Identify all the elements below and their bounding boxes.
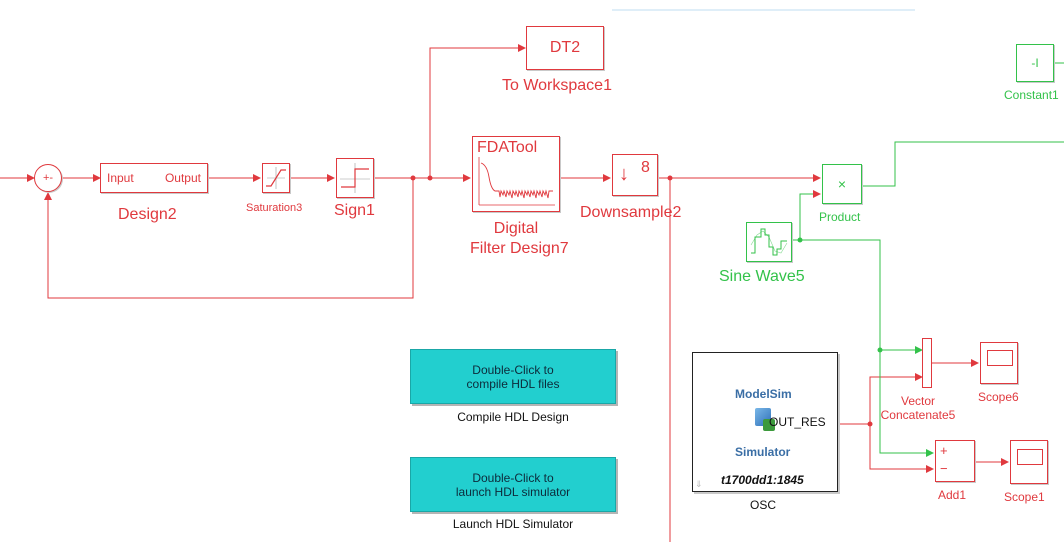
osc-arrow-icon: ⇓ <box>695 479 703 489</box>
wire-sine-concat <box>800 239 923 354</box>
filter-label-line1: Digital <box>493 220 539 237</box>
sine-wave5-label: Sine Wave5 <box>719 268 805 285</box>
junction-dot <box>867 421 873 427</box>
product-glyph: × <box>837 176 847 192</box>
vector-concat5-label: Vector Concatenate5 <box>880 394 956 422</box>
vector-concat5-label-line1: Vector <box>900 394 936 408</box>
wire-osc-concat <box>838 373 923 425</box>
downsample-arrow-icon: ↓ <box>619 163 629 185</box>
sign1-block[interactable] <box>336 158 374 198</box>
modelsim-badge-icon <box>763 419 775 431</box>
wire-feedback <box>44 178 414 299</box>
downsample2-label: Downsample2 <box>580 204 682 221</box>
compile-hdl-caption: Compile HDL Design <box>457 410 569 424</box>
saturation3-label: Saturation3 <box>246 202 303 214</box>
scope1-label: Scope1 <box>1004 490 1045 504</box>
scope6-block[interactable] <box>980 342 1018 384</box>
junction-dot <box>667 175 673 181</box>
osc-port-label: OUT_RES <box>769 415 826 429</box>
filter-title: FDATool <box>477 139 538 156</box>
launch-button-line1: Double-Click to <box>472 470 554 485</box>
osc-host-label: t1700dd1:1845 <box>721 473 804 487</box>
filter-label-line2: Filter Design7 <box>470 240 569 257</box>
dt2-text: DT2 <box>549 39 581 56</box>
scope1-block[interactable] <box>1010 440 1048 484</box>
sum-block[interactable]: +- <box>34 164 62 192</box>
add1-block[interactable]: + − <box>935 440 975 482</box>
wire-osc-add <box>869 424 934 473</box>
wire-sine-add <box>879 350 934 457</box>
design2-block[interactable]: Input Output <box>100 163 208 193</box>
design2-label: Design2 <box>118 206 177 223</box>
scope-screen-icon <box>987 350 1013 366</box>
sine-wave5-block[interactable] <box>746 222 792 262</box>
add1-plus-sign: + <box>940 443 948 458</box>
product-block[interactable]: × <box>822 164 862 204</box>
junction-dot <box>410 175 416 181</box>
osc-block[interactable]: ModelSim OUT_RES Simulator t1700dd1:1845… <box>692 352 838 492</box>
to-workspace1-label: To Workspace1 <box>502 77 612 94</box>
vector-concat5-block[interactable] <box>922 338 932 388</box>
constant1-block[interactable]: -I <box>1016 44 1054 82</box>
downsample2-block[interactable]: ↓ 8 <box>612 154 658 196</box>
sum-glyph: +- <box>42 172 54 184</box>
design2-input-port: Input <box>107 171 134 185</box>
wire-branch-dt2 <box>429 44 526 178</box>
junction-dot <box>427 175 433 181</box>
wire-product-out <box>862 141 1064 187</box>
constant1-label: Constant1 <box>1004 88 1059 102</box>
launch-button-line2: launch HDL simulator <box>455 484 571 499</box>
saturation3-block[interactable] <box>262 163 290 193</box>
osc-label: OSC <box>750 498 777 512</box>
filter-response-icon <box>478 157 555 206</box>
scope6-label: Scope6 <box>978 390 1019 404</box>
sign-icon <box>340 163 370 193</box>
dt2-block[interactable]: DT2 <box>526 26 604 70</box>
simulator-label: Simulator <box>735 445 791 459</box>
constant-glyph: -I <box>1031 56 1039 70</box>
design2-output-port: Output <box>164 171 201 185</box>
junction-dot <box>797 237 803 243</box>
modelsim-label: ModelSim <box>735 387 792 401</box>
compile-button-line2: compile HDL files <box>466 376 560 391</box>
wire-sine-product <box>792 190 821 241</box>
add1-label: Add1 <box>938 488 967 502</box>
add1-minus-sign: − <box>940 461 948 476</box>
sine-wave-icon <box>750 228 788 256</box>
compile-hdl-button[interactable]: Double-Click to compile HDL files <box>410 349 616 404</box>
vector-concat5-label-line2: Concatenate5 <box>880 408 956 422</box>
filter-label: Digital Filter Design7 <box>470 219 569 259</box>
compile-button-line1: Double-Click to <box>472 362 554 377</box>
launch-hdl-caption: Launch HDL Simulator <box>452 517 574 531</box>
junction-dot <box>877 347 883 353</box>
downsample-factor: 8 <box>641 159 650 176</box>
product-label: Product <box>819 210 861 224</box>
saturation-icon <box>266 167 286 189</box>
filter-block[interactable]: FDATool <box>472 136 560 212</box>
launch-hdl-button[interactable]: Double-Click to launch HDL simulator <box>410 457 616 512</box>
sign1-label: Sign1 <box>334 202 375 219</box>
scope-screen-icon <box>1017 449 1043 465</box>
